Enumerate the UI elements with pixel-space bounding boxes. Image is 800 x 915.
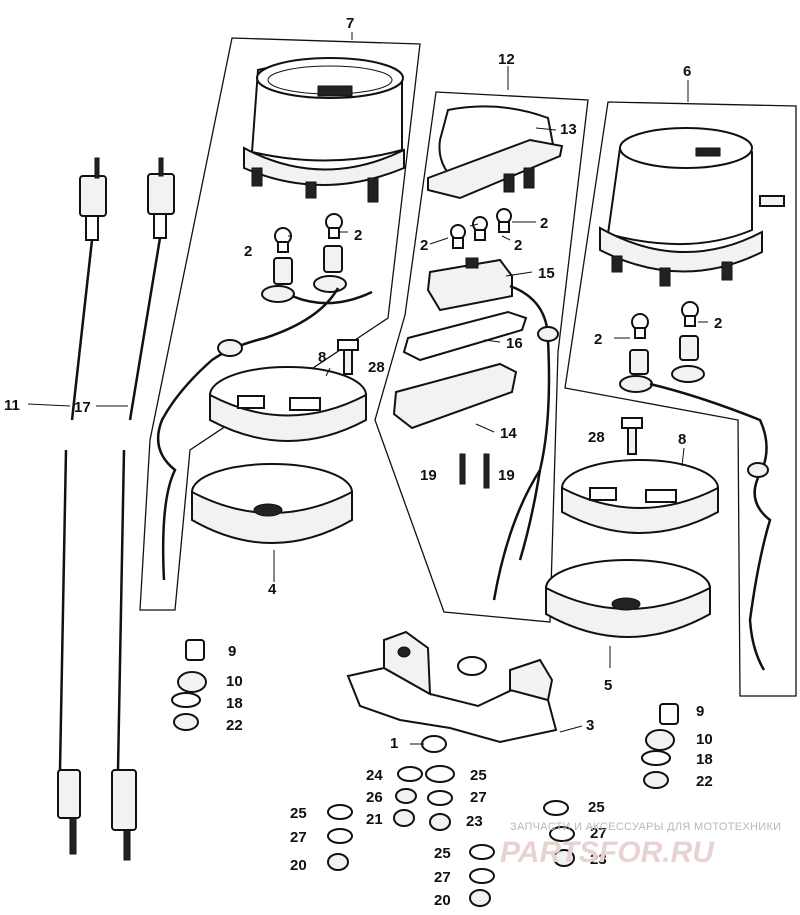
indicator-wiring <box>492 284 551 601</box>
left-grommet <box>217 339 243 357</box>
label-21: 21 <box>366 811 383 828</box>
label-8-right: 8 <box>678 431 686 448</box>
screws-19 <box>459 453 490 489</box>
label-20-a: 20 <box>290 857 307 874</box>
label-10-left: 10 <box>226 673 243 690</box>
label-27-d: 27 <box>434 869 451 886</box>
label-20-b: 20 <box>434 892 451 909</box>
label-2-e: 2 <box>540 215 548 232</box>
label-4: 4 <box>268 581 277 598</box>
label-7: 7 <box>346 15 354 32</box>
group-6-outline <box>564 101 797 697</box>
group-7-outline <box>139 37 421 611</box>
label-25-d: 25 <box>434 845 451 862</box>
left-case-upper <box>209 366 367 442</box>
left-meter-wiring <box>156 287 373 581</box>
right-bulb-socket-a <box>619 313 653 393</box>
right-grommet <box>747 462 769 478</box>
indicator-bulbs <box>450 208 512 249</box>
label-3: 3 <box>586 717 594 734</box>
label-9-left: 9 <box>228 643 236 660</box>
label-2-g: 2 <box>714 315 722 332</box>
label-15: 15 <box>538 265 555 282</box>
label-2-b: 2 <box>354 227 362 244</box>
label-28-left: 28 <box>368 359 385 376</box>
right-bulb-socket-b <box>671 301 705 383</box>
label-23-a: 23 <box>466 813 483 830</box>
label-27-b: 27 <box>290 829 307 846</box>
label-18-right: 18 <box>696 751 713 768</box>
hardware-right-stack <box>641 703 679 789</box>
watermark-caption: ЗАПЧАСТИ И АКСЕССУАРЫ ДЛЯ МОТОТЕХНИКИ <box>510 821 781 833</box>
label-22-right: 22 <box>696 773 713 790</box>
label-27-a: 27 <box>470 789 487 806</box>
label-2-c: 2 <box>420 237 428 254</box>
watermark-brand: PARTSFOR.RU <box>500 836 715 869</box>
cable-17 <box>111 157 175 861</box>
label-25-a: 25 <box>470 767 487 784</box>
label-11: 11 <box>4 397 20 414</box>
label-10-right: 10 <box>696 731 713 748</box>
hardware-bottom <box>327 765 575 907</box>
right-meter-housing <box>599 127 785 287</box>
label-26: 26 <box>366 789 383 806</box>
hardware-left-stack <box>171 639 207 731</box>
left-case-lower <box>191 463 353 544</box>
label-6: 6 <box>683 63 691 80</box>
label-28-right: 28 <box>588 429 605 446</box>
label-25-b: 25 <box>290 805 307 822</box>
cable-11 <box>57 157 107 855</box>
left-bulb-socket-a <box>261 227 295 303</box>
label-23-b: 23 <box>590 851 607 868</box>
label-27-c: 27 <box>590 825 607 842</box>
label-5: 5 <box>604 677 612 694</box>
label-12: 12 <box>498 51 515 68</box>
label-2-a: 2 <box>244 243 252 260</box>
label-2-f: 2 <box>594 331 602 348</box>
label-18-left: 18 <box>226 695 243 712</box>
left-bulb-socket-b <box>313 213 347 293</box>
leader-lines <box>27 32 708 745</box>
label-14: 14 <box>500 425 517 442</box>
right-meter-wiring <box>649 382 772 671</box>
mount-bracket <box>346 630 558 744</box>
washer-1 <box>421 735 447 753</box>
indicator-cover <box>427 105 564 200</box>
screw-28-right <box>621 417 643 455</box>
label-24: 24 <box>366 767 383 784</box>
group-12-outline <box>374 91 589 623</box>
left-meter-housing <box>243 57 405 203</box>
indicator-base-14 <box>392 362 518 430</box>
right-case-upper <box>561 459 719 534</box>
indicator-grommet <box>537 326 559 342</box>
label-8-left: 8 <box>318 349 326 366</box>
label-19-a: 19 <box>420 467 437 484</box>
screw-28-left <box>337 339 359 375</box>
indicator-gasket-16 <box>402 310 528 362</box>
label-25-c: 25 <box>588 799 605 816</box>
label-19-b: 19 <box>498 467 515 484</box>
label-16: 16 <box>506 335 523 352</box>
label-13: 13 <box>560 121 577 138</box>
label-2-d: 2 <box>514 237 522 254</box>
label-17: 17 <box>74 399 91 416</box>
indicator-socket-15 <box>426 257 513 312</box>
label-1: 1 <box>390 735 398 752</box>
label-9-right: 9 <box>696 703 704 720</box>
label-22-left: 22 <box>226 717 243 734</box>
right-case-lower <box>545 559 711 638</box>
